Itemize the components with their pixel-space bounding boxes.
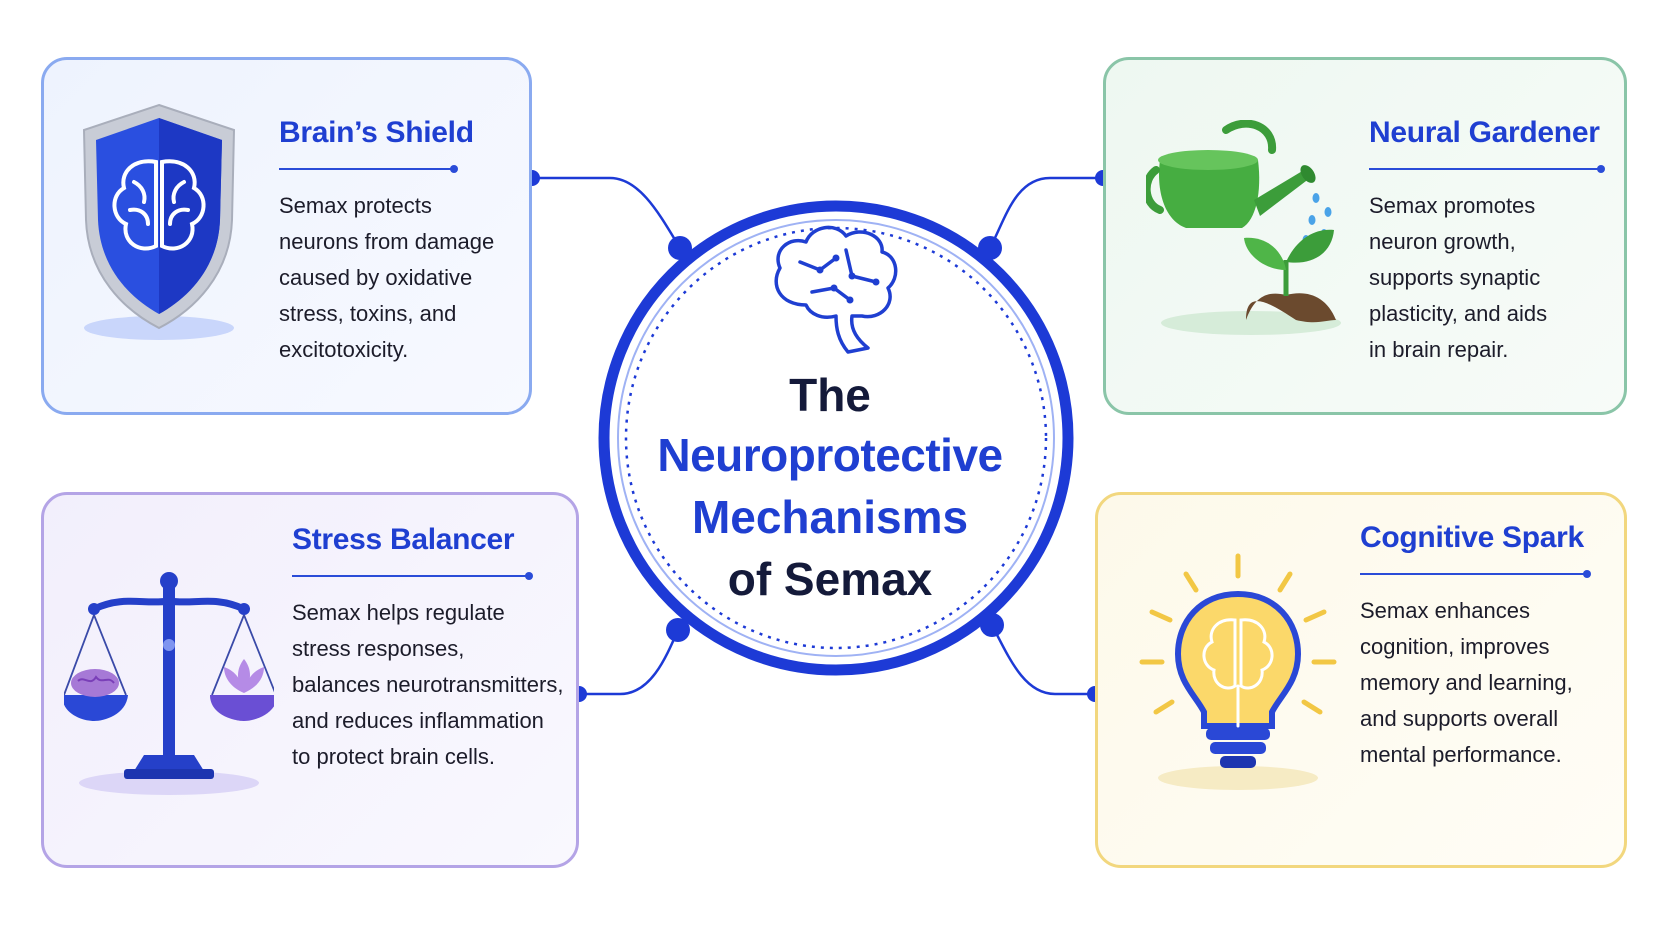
card-body-line: caused by oxidative xyxy=(279,265,473,290)
connector-garden xyxy=(988,176,1103,249)
card-brains-shield: Brain’s Shield Semax protects neurons fr… xyxy=(41,57,532,415)
center-title-line-1: The xyxy=(789,369,871,421)
card-body-line: to protect brain cells. xyxy=(292,744,495,769)
card-body-line: Semax enhances xyxy=(1360,598,1530,623)
card-body-stress-balancer: Semax helps regulate stress responses, b… xyxy=(292,595,563,775)
card-neural-gardener: Neural Gardener Semax promotes neuron gr… xyxy=(1103,57,1627,415)
card-body-line: stress, toxins, and xyxy=(279,301,457,326)
connector-spark xyxy=(990,624,1095,696)
card-body-line: cognition, improves xyxy=(1360,634,1550,659)
card-title-rule xyxy=(292,572,533,580)
center-title-line-3: Mechanisms xyxy=(691,491,969,543)
node-ring-bottom-right xyxy=(980,613,1004,637)
card-body-line: mental performance. xyxy=(1360,742,1562,767)
card-body-cognitive-spark: Semax enhances cognition, improves memor… xyxy=(1360,593,1573,773)
node-ring-top-left xyxy=(668,236,692,260)
shield-brain-icon xyxy=(82,103,236,340)
central-ring xyxy=(598,200,1074,676)
center-title-line-4: of Semax xyxy=(727,553,933,605)
card-title-neural-gardener: Neural Gardener xyxy=(1369,116,1600,149)
card-body-line: excitotoxicity. xyxy=(279,337,409,362)
central-ring-inner xyxy=(617,219,1055,657)
card-title-rule xyxy=(1369,165,1605,173)
connector-shield xyxy=(532,176,682,249)
node-ring-top-right xyxy=(978,236,1002,260)
lightbulb-brain-icon xyxy=(1139,553,1337,790)
card-body-line: supports synaptic xyxy=(1369,265,1541,290)
card-body-line: Semax protects xyxy=(279,193,432,218)
card-body-neural-gardener: Semax promotes neuron growth, supports s… xyxy=(1369,188,1547,368)
card-title-rule xyxy=(279,165,458,173)
connector-stress xyxy=(579,629,680,696)
card-body-brains-shield: Semax protects neurons from damage cause… xyxy=(279,188,494,368)
card-title-stress-balancer: Stress Balancer xyxy=(292,523,515,556)
card-body-line: in brain repair. xyxy=(1369,337,1509,362)
card-body-line: and reduces inflammation xyxy=(292,708,544,733)
card-body-line: memory and learning, xyxy=(1360,670,1573,695)
card-body-line: plasticity, and aids xyxy=(1369,301,1548,326)
card-body-line: neuron growth, xyxy=(1369,229,1516,254)
center-title-line-2: Neuroprotective xyxy=(657,429,1003,481)
central-ring-dashed xyxy=(624,226,1048,650)
card-body-line: neurons from damage xyxy=(279,229,495,254)
card-body-line: Semax helps regulate xyxy=(292,600,505,625)
card-body-line: and supports overall xyxy=(1360,706,1559,731)
node-ring-bottom-left xyxy=(666,618,690,642)
card-title-rule xyxy=(1360,570,1591,578)
card-body-line: balances neurotransmitters, xyxy=(292,672,564,697)
card-cognitive-spark: Cognitive Spark Semax enhances cognition… xyxy=(1095,492,1627,868)
card-stress-balancer: Stress Balancer Semax helps regulate str… xyxy=(41,492,579,868)
card-title-brains-shield: Brain’s Shield xyxy=(279,116,474,149)
balance-scale-icon xyxy=(64,572,274,795)
card-body-line: stress responses, xyxy=(292,636,465,661)
watering-can-sprout-icon xyxy=(1146,120,1341,335)
card-title-cognitive-spark: Cognitive Spark xyxy=(1360,521,1584,554)
card-body-line: Semax promotes xyxy=(1369,193,1536,218)
